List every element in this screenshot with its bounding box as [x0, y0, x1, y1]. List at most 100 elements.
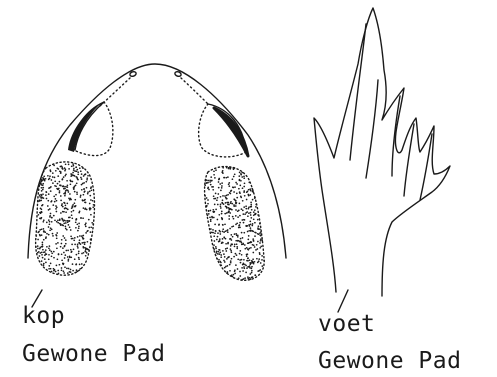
kop-label: kop: [22, 305, 65, 328]
stipple-dot: [57, 175, 59, 177]
stipple-dot: [233, 168, 235, 170]
stipple-dot: [234, 173, 236, 175]
stipple-dot: [237, 210, 239, 212]
stipple-dot: [81, 184, 83, 186]
stipple-dot: [53, 165, 55, 167]
stipple-dot: [258, 225, 260, 227]
right-eye-filled-lid: [214, 108, 248, 156]
stipple-dot: [53, 251, 55, 253]
stipple-dot: [254, 231, 256, 233]
stipple-dot: [84, 208, 86, 210]
stipple-dot: [243, 267, 245, 269]
stipple-dot: [74, 272, 76, 274]
stipple-dot: [256, 258, 258, 260]
stipple-dot: [67, 272, 69, 274]
stipple-dot: [216, 239, 218, 241]
stipple-dot: [39, 255, 41, 257]
stipple-dot: [227, 202, 229, 204]
stipple-dot: [40, 200, 42, 202]
stipple-dot: [87, 193, 89, 195]
stipple-dot: [252, 191, 254, 193]
stipple-dot: [230, 260, 232, 262]
stipple-dot: [42, 249, 44, 251]
stipple-dot: [64, 220, 66, 222]
stipple-dot: [89, 195, 91, 197]
stipple-dot: [83, 199, 85, 201]
stipple-dot: [66, 186, 68, 188]
stipple-dot: [74, 199, 76, 201]
stipple-dot: [257, 241, 259, 243]
stipple-dot: [69, 199, 71, 201]
stipple-dot: [209, 181, 211, 183]
stipple-dot: [257, 270, 259, 272]
stipple-dot: [62, 224, 64, 226]
stipple-dot: [74, 186, 76, 188]
stipple-dot: [74, 258, 76, 260]
stipple-dot: [45, 249, 47, 251]
stipple-dot: [70, 235, 72, 237]
stipple-dot: [225, 250, 227, 252]
stipple-dot: [241, 172, 243, 174]
stipple-dot: [86, 177, 88, 179]
stipple-dot: [250, 217, 252, 219]
stipple-dot: [50, 213, 52, 215]
stipple-dot: [244, 264, 246, 266]
stipple-dot: [68, 168, 70, 170]
stipple-dot: [81, 173, 83, 175]
stipple-dot: [237, 234, 239, 236]
stipple-dot: [86, 209, 88, 211]
stipple-dot: [42, 193, 44, 195]
stipple-dot: [214, 232, 216, 234]
stipple-dot: [233, 274, 235, 276]
stipple-dot: [77, 230, 79, 232]
stipple-dot: [48, 247, 50, 249]
stipple-dot: [71, 211, 73, 213]
stipple-dot: [87, 248, 89, 250]
stipple-dot: [218, 187, 220, 189]
toe-line-4: [404, 124, 414, 196]
stipple-dot: [72, 204, 74, 206]
stipple-dot: [221, 185, 223, 187]
stipple-dot: [257, 227, 259, 229]
stipple-dot: [210, 220, 212, 222]
stipple-dot: [249, 248, 251, 250]
stipple-dot: [83, 188, 85, 190]
stipple-dot: [52, 233, 54, 235]
stipple-dot: [226, 195, 228, 197]
stipple-dot: [63, 270, 65, 272]
stipple-dot: [249, 277, 251, 279]
stipple-dot: [226, 212, 228, 214]
stipple-dot: [88, 227, 90, 229]
stipple-dot: [85, 173, 87, 175]
stipple-dot: [55, 205, 57, 207]
toe-line-5: [420, 134, 432, 200]
stipple-dot: [63, 222, 65, 224]
stipple-dot: [60, 172, 62, 174]
stipple-dot: [43, 263, 45, 265]
stipple-dot: [230, 208, 232, 210]
stipple-dot: [234, 233, 236, 235]
stipple-dot: [258, 260, 260, 262]
stipple-dot: [83, 175, 85, 177]
stipple-dot: [82, 238, 84, 240]
stipple-dot: [244, 213, 246, 215]
stipple-dot: [250, 212, 252, 214]
stipple-dot: [70, 173, 72, 175]
stipple-dot: [57, 188, 59, 190]
stipple-dot: [245, 208, 247, 210]
stipple-dot: [240, 195, 242, 197]
stipple-dot: [247, 258, 249, 260]
stipple-dot: [254, 246, 256, 248]
stipple-dot: [39, 234, 41, 236]
stipple-dot: [73, 187, 75, 189]
stipple-dot: [210, 184, 212, 186]
stipple-dot: [259, 242, 261, 244]
stipple-dot: [90, 187, 92, 189]
stipple-dot: [243, 176, 245, 178]
stipple-dot: [208, 210, 210, 212]
stipple-dot: [211, 232, 213, 234]
stipple-dot: [227, 265, 229, 267]
stipple-dot: [61, 267, 63, 269]
stipple-dot: [223, 231, 225, 233]
stipple-dot: [81, 235, 83, 237]
